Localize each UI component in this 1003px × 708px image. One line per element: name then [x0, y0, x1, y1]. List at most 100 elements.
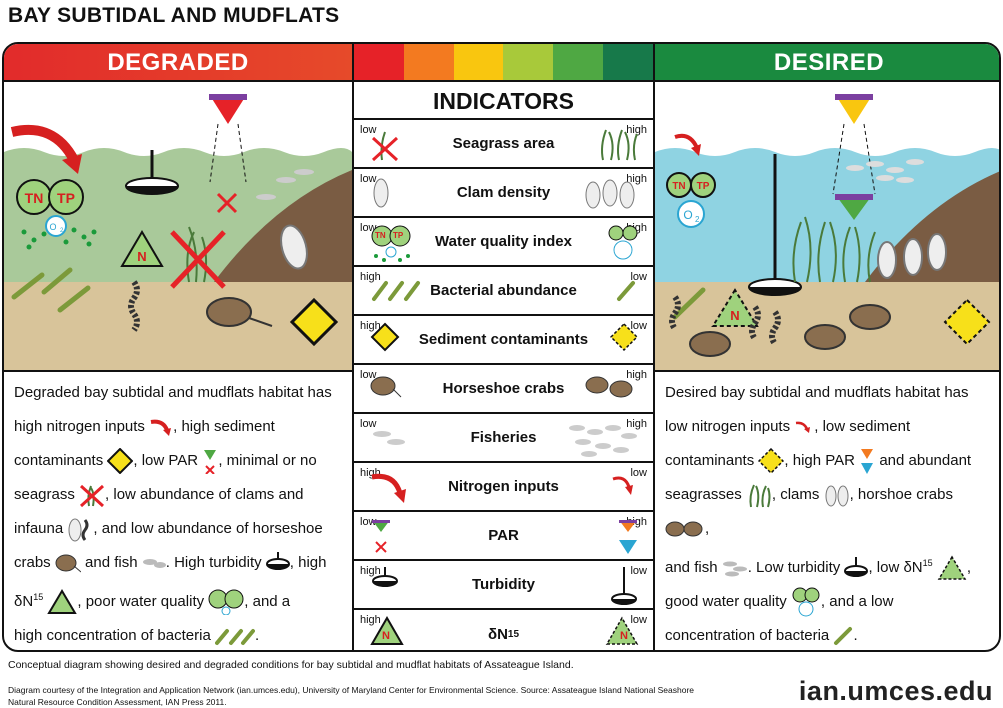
indicator-right-level: high	[626, 173, 647, 185]
desc-text: , low PAR	[133, 452, 199, 469]
water-quality-icon	[208, 589, 244, 616]
indicator-label: Water quality index	[404, 218, 603, 265]
desc-text: . High turbidity	[165, 554, 262, 571]
high-turbidity-icon	[265, 552, 290, 571]
indicator-label: Horseshoe crabs	[404, 365, 603, 412]
indicator-left-icon	[370, 567, 400, 598]
desc-text: concentration of bacteria	[665, 627, 830, 644]
desc-text: , low δN	[868, 559, 923, 576]
indicator-right-level: high	[626, 418, 647, 430]
indicator-left-icon	[370, 371, 402, 406]
desc-text: , high PAR	[784, 452, 855, 469]
indicator-label-text: Horseshoe crabs	[442, 380, 565, 397]
desc-text: , and low abundance of horseshoe	[93, 520, 323, 537]
par-arrow-icon	[832, 94, 876, 220]
indicator-right-icon	[609, 322, 639, 357]
indicator-label-superscript: 15	[507, 629, 520, 640]
fish-icon	[722, 561, 747, 577]
indicator-left-level: low	[360, 369, 377, 381]
seagrass-icon	[749, 484, 771, 508]
tn-label: TN	[375, 231, 386, 240]
indicator-label: Nitrogen inputs	[404, 463, 603, 510]
desc-text: , clams	[771, 486, 820, 503]
indicator-right-level: low	[630, 614, 647, 626]
indicator-right-level: low	[630, 467, 647, 479]
indicator-left-icon	[370, 273, 422, 308]
indicator-label: Fisheries	[404, 414, 603, 461]
o2-label: O	[683, 208, 692, 222]
tn-label: TN	[672, 181, 685, 192]
indicator-right-level: low	[630, 271, 647, 283]
n-label: N	[620, 630, 628, 642]
desired-panel: DESIRED	[655, 44, 999, 650]
indicator-left-icon	[370, 224, 414, 269]
desc-text: and abundant	[879, 452, 972, 469]
par-arrow-icon	[209, 94, 247, 214]
indicator-label: Turbidity	[404, 561, 603, 608]
indicator-row: lowhighPAR	[354, 512, 653, 561]
nitrogen-arrow-icon	[796, 421, 811, 434]
desc-text: , and a low	[820, 593, 894, 610]
horseshoe-crab-icon	[55, 554, 81, 573]
desired-header: DESIRED	[655, 44, 999, 82]
degraded-scene: TN TP O 2 N	[4, 82, 352, 372]
desc-text: , horshoe crabs	[849, 486, 953, 503]
high-par-icon	[861, 449, 874, 475]
desc-text: and fish	[665, 559, 718, 576]
indicator-right-level: low	[630, 565, 647, 577]
indicator-label-text: PAR	[488, 527, 519, 544]
n-label: N	[137, 249, 146, 264]
desc-text: , high	[289, 554, 327, 571]
desc-text: and fish	[85, 554, 138, 571]
indicator-label: Sediment contaminants	[404, 316, 603, 363]
indicator-label-text: Clam density	[456, 184, 551, 201]
gradient-swatch	[603, 44, 653, 80]
low-par-icon	[204, 450, 217, 475]
indicator-left-icon	[370, 126, 400, 167]
indicator-left-icon	[370, 322, 400, 357]
indicator-label: PAR	[404, 512, 603, 559]
indicator-left-level: low	[360, 418, 377, 430]
desc-text: good water quality	[665, 593, 787, 610]
nitrogen-isotope-triangle-icon	[47, 589, 78, 615]
contaminant-diamond-icon	[107, 448, 134, 475]
indicator-right-icon	[605, 616, 639, 650]
indicator-left-level: high	[360, 614, 381, 626]
desc-text: Desired bay subtidal and mudflats habita…	[665, 384, 969, 401]
desc-text: , low abundance of clams and	[105, 486, 304, 503]
indicator-gradient-bar	[354, 44, 653, 82]
indicator-right-icon	[611, 469, 639, 504]
degraded-panel: DEGRADED	[4, 44, 352, 650]
o2-sub-label: 2	[60, 228, 64, 234]
tp-label: TP	[393, 231, 404, 240]
desc-text: infauna	[14, 520, 64, 537]
credit-line: Diagram courtesy of the Integration and …	[8, 685, 695, 695]
ian-logo[interactable]: ian.umces.edu	[798, 676, 993, 706]
figure-caption: Conceptual diagram showing desired and d…	[8, 659, 574, 671]
indicator-label-text: Seagrass area	[452, 135, 555, 152]
desc-superscript: 15	[922, 558, 933, 568]
indicator-right-level: high	[626, 124, 647, 136]
indicator-label: Bacterial abundance	[404, 267, 603, 314]
desc-superscript: 15	[33, 592, 44, 602]
desc-text: contaminants	[665, 452, 755, 469]
indicator-left-level: low	[360, 516, 377, 528]
indicator-right-icon	[609, 567, 639, 612]
desc-text: .	[254, 627, 260, 644]
bacteria-icon	[214, 629, 255, 646]
desc-text: seagrasses	[665, 486, 742, 503]
clams-icon	[825, 485, 849, 507]
desired-description: Desired bay subtidal and mudflats habita…	[655, 372, 999, 650]
tp-label: TP	[57, 190, 75, 206]
indicator-right-level: low	[630, 320, 647, 332]
gradient-swatch	[403, 44, 454, 80]
